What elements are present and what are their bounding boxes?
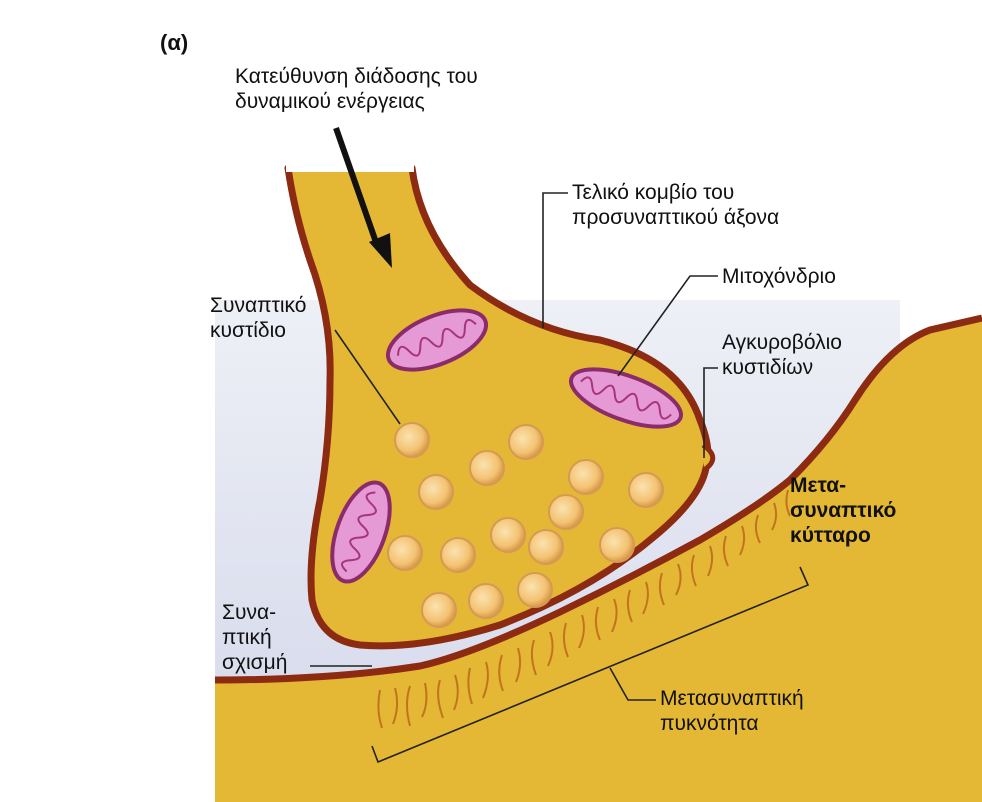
vesicle — [418, 474, 454, 510]
leader-lines — [310, 192, 810, 764]
mitochondrion-2 — [568, 367, 684, 429]
synaptic-vesicles — [387, 422, 664, 628]
vesicle — [528, 529, 564, 565]
vesicle — [517, 572, 553, 608]
leader-mitochondrion — [617, 275, 718, 377]
postsynaptic-membrane — [214, 314, 982, 684]
vesicle — [508, 424, 544, 460]
vesicle — [548, 494, 584, 530]
anchoring-site — [701, 442, 716, 473]
vesicle — [490, 517, 526, 553]
vesicle — [628, 472, 664, 508]
label-vesicle-anchoring: Αγκυροβόλιο κυστιδίων — [722, 331, 842, 379]
label-postsynaptic-density: Μετασυναπτική πυκνότητα — [660, 687, 804, 735]
leader-anchoring — [703, 367, 718, 458]
label-mitochondrion: Μιτοχόνδριο — [722, 265, 836, 288]
label-postsynaptic-cell: Μετα- συναπτικό κύτταρο — [790, 474, 897, 547]
leader-vesicle — [334, 329, 401, 425]
label-propagation-direction: Κατεύθυνση διάδοσης του δυναμικού ενέργε… — [235, 65, 478, 113]
mitochondrion-3 — [330, 480, 392, 584]
label-synaptic-vesicle: Συναπτικό κυστίδιο — [210, 294, 307, 342]
presynaptic-terminal — [284, 164, 712, 650]
vesicle — [440, 537, 476, 573]
leader-density — [609, 667, 656, 701]
label-synaptic-cleft: Συνα- πτική σχισμή — [222, 601, 288, 674]
postsynaptic-density — [377, 489, 791, 729]
panel-label: (α) — [160, 30, 189, 55]
vesicle — [568, 459, 604, 495]
vesicle — [599, 527, 635, 563]
postsynaptic-cell — [215, 318, 982, 802]
propagation-arrow — [333, 127, 392, 268]
mitochondrion-1 — [385, 308, 489, 372]
vesicle — [421, 592, 457, 628]
label-terminal-button: Τελικό κομβίο του προσυναπτικού άξονα — [572, 181, 780, 229]
leader-terminal — [542, 192, 568, 328]
vesicle — [387, 535, 423, 571]
vesicle — [394, 422, 430, 458]
density-bracket — [371, 566, 810, 764]
vesicle — [468, 583, 504, 619]
vesicle — [469, 450, 505, 486]
